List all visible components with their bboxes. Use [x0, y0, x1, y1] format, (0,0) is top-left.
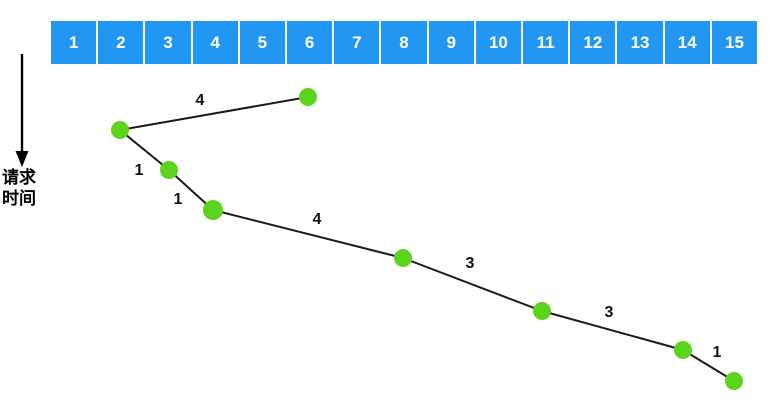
edge-weight-label: 3: [605, 304, 614, 321]
time-slot-5[interactable]: 5: [239, 21, 286, 64]
down-arrow-icon: [15, 54, 29, 167]
axis-caption: 请求 时间: [2, 168, 60, 210]
graph-node[interactable]: [674, 341, 692, 359]
graph-edge: [682, 349, 735, 382]
graph-edge: [119, 96, 309, 131]
graph-node[interactable]: [299, 88, 317, 106]
edge-weight-label: 4: [313, 211, 322, 228]
edge-weight-label: 1: [135, 162, 144, 179]
time-slot-15[interactable]: 15: [711, 21, 758, 64]
axis-caption-line-1: 请求: [2, 168, 36, 188]
graph-edge: [212, 209, 404, 259]
graph-edge: [119, 129, 170, 171]
edge-weight-label: 4: [196, 92, 205, 109]
edge-weight-label: 3: [466, 255, 475, 272]
time-slot-6[interactable]: 6: [287, 21, 333, 64]
time-slot-13[interactable]: 13: [617, 21, 663, 64]
time-slot-10[interactable]: 10: [475, 21, 522, 64]
graph-node[interactable]: [203, 200, 223, 220]
graph-node[interactable]: [533, 302, 551, 320]
time-slot-9[interactable]: 9: [428, 21, 474, 64]
graph-node[interactable]: [394, 249, 412, 267]
graph-edge: [541, 310, 684, 351]
time-slot-7[interactable]: 7: [334, 21, 380, 64]
time-slot-2[interactable]: 2: [98, 21, 144, 64]
edge-weight-label: 1: [713, 344, 722, 361]
axis-caption-line-2: 时间: [2, 189, 36, 209]
edge-weight-label: 1: [174, 191, 183, 208]
time-slot-1[interactable]: 1: [51, 21, 97, 64]
time-slot-8[interactable]: 8: [381, 21, 427, 64]
time-slot-12[interactable]: 12: [570, 21, 616, 64]
graph-node[interactable]: [111, 121, 129, 139]
request-time-axis-arrow: [8, 52, 38, 170]
time-slot-11[interactable]: 11: [523, 21, 569, 64]
time-slot-14[interactable]: 14: [664, 21, 710, 64]
graph-node[interactable]: [725, 372, 743, 390]
graph-node[interactable]: [160, 161, 178, 179]
graph-edge: [402, 257, 543, 312]
time-slot-3[interactable]: 3: [145, 21, 191, 64]
time-slot-4[interactable]: 4: [192, 21, 238, 64]
